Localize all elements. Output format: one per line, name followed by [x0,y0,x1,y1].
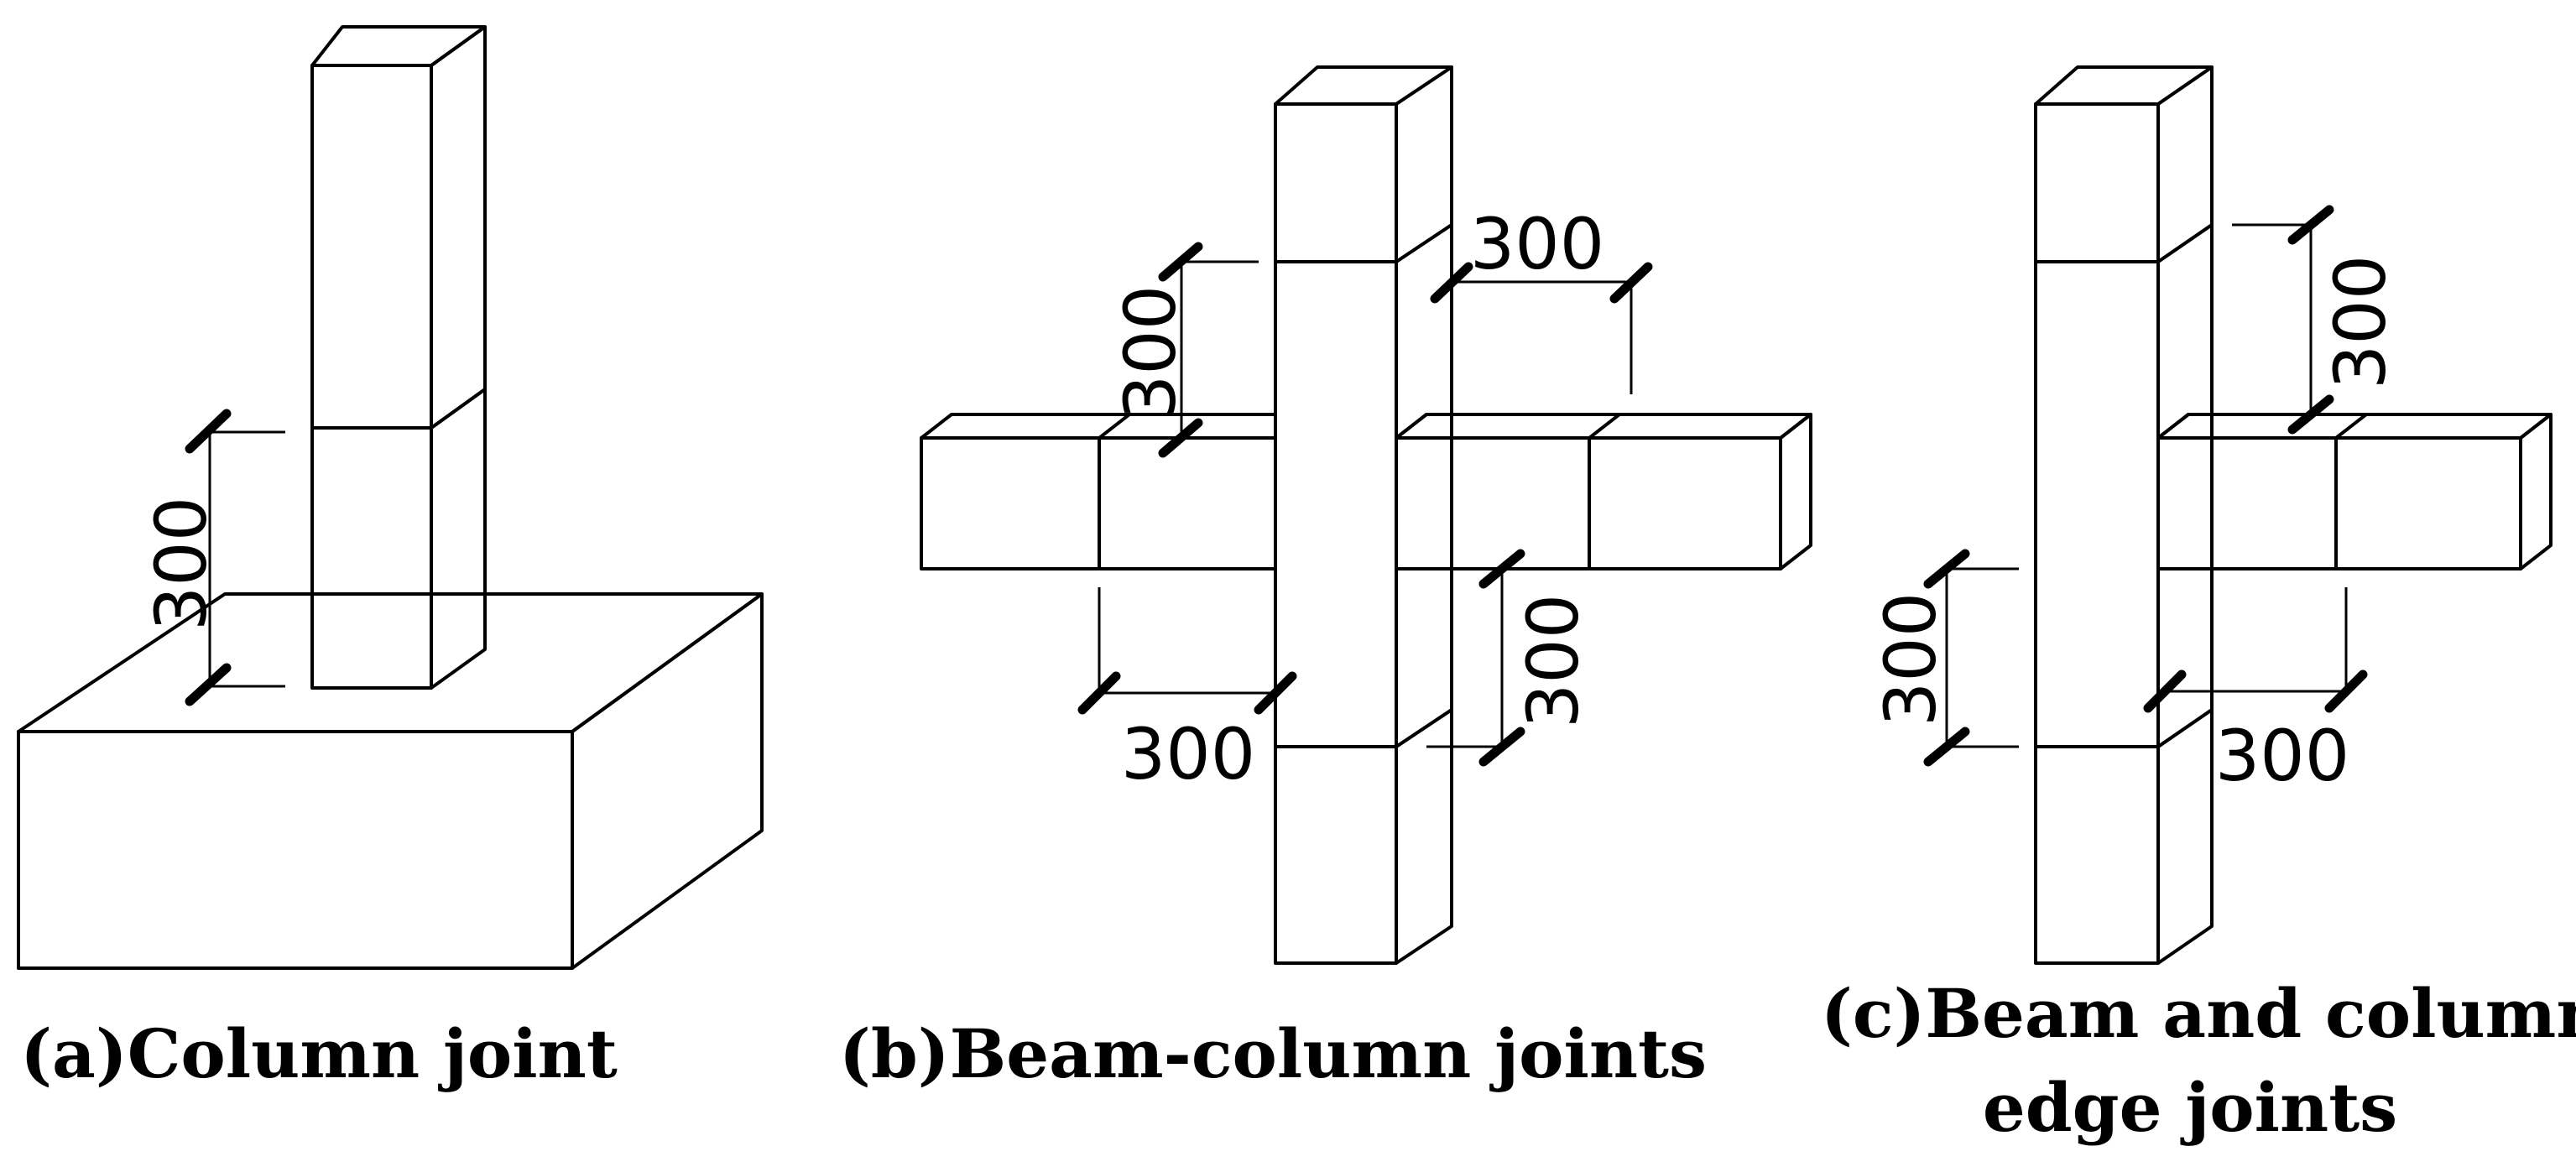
c-dimension-label-horizontal: 300 [2215,715,2349,797]
b-right-beam-joint-zone [1395,436,1591,570]
c-column-front-lower [2034,745,2160,965]
dimension-label-a: 300 [140,497,222,631]
c-beam-front-plain [2334,436,2522,570]
c-column-joint-zone-side [2156,223,2214,748]
footing-side-face [571,592,764,970]
c-column-side-lower [2156,708,2214,965]
column-joint-zone-front [310,426,433,690]
b-column-front-lower [1274,745,1398,965]
c-beam-top-zone [2156,413,2368,440]
caption-b: (b)Beam-column joints [839,1014,1707,1093]
footing-front-face [17,730,574,970]
column-front-plain [310,64,433,430]
b-right-beam-top-zone [1395,413,1621,440]
b-left-beam-front-plain [920,436,1101,570]
c-column-front-upper [2034,102,2160,263]
panel-b-beam-column-joints: 300 300 300 300 [920,65,1812,965]
c-dimension-label-vertical-lower: 300 [1869,592,1952,727]
c-beam-top-face [2156,413,2553,440]
column-side-plain [430,25,487,430]
column-joint-zone-side [430,388,487,690]
c-beam-end-face [2519,413,2553,570]
b-right-beam-end-face [1779,413,1812,570]
c-dimension-label-vertical-upper: 300 [2319,255,2401,389]
b-dimension-label-horizontal-upper: 300 [1470,203,1604,285]
b-dimension-label-vertical-upper: 300 [1109,285,1192,419]
b-column-front-upper [1274,102,1398,263]
b-column-joint-zone-side [1395,223,1453,748]
caption-a: (a)Column joint [20,1014,618,1093]
caption-c-line1: (c)Beam and column [1821,974,2576,1053]
panel-a-column-joint: 300 [17,25,764,970]
caption-c-line2: edge joints [1982,1068,2398,1147]
c-column-side-upper [2156,65,2214,263]
b-column-side-upper [1395,65,1453,263]
panel-c-edge-joints: 300 300 300 [1869,65,2553,965]
c-column-joint-zone-front [2034,260,2160,748]
b-dimension-label-vertical-lower: 300 [1512,594,1594,728]
b-column-side-lower [1395,708,1453,965]
footing-top-face [17,592,764,733]
b-dimension-label-horizontal-lower: 300 [1121,713,1255,795]
b-left-beam-top [920,413,1277,440]
dimension-line-a [208,430,285,688]
c-beam-joint-zone [2156,436,2338,570]
b-right-beam-front-plain [1588,436,1782,570]
b-left-beam-joint-zone [1098,436,1277,570]
